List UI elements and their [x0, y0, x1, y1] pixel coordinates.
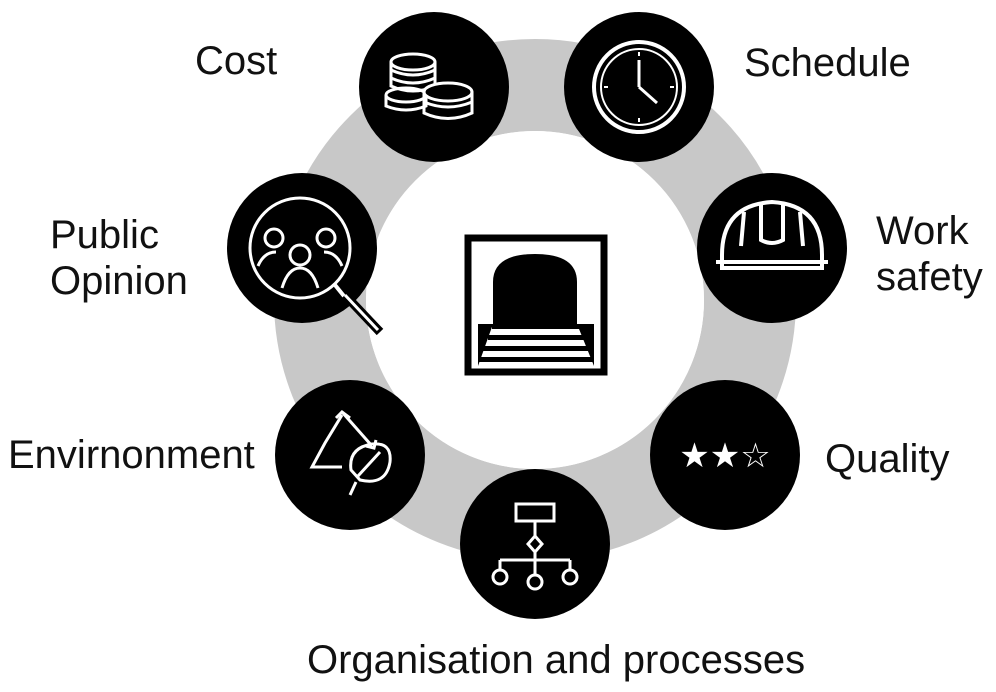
label-public-opinion-line1: Public: [50, 213, 159, 257]
label-work-safety-line1: Work: [876, 209, 969, 253]
stars-icon: ★★☆: [679, 436, 770, 476]
label-cost-line: Cost: [195, 39, 278, 83]
node-cost: [359, 12, 509, 162]
node-environment: [275, 380, 425, 530]
label-schedule: Schedule: [744, 40, 911, 86]
label-cost: Cost: [195, 38, 277, 84]
label-work-safety: Work safety: [876, 208, 983, 300]
label-environment: Envirnonment: [8, 432, 255, 478]
node-work-safety: [697, 173, 847, 323]
label-public-opinion-line2: Opinion: [50, 259, 188, 303]
tunnel-icon: [464, 234, 608, 376]
recycle-leaf-icon: [309, 410, 392, 496]
clock-icon: [592, 40, 686, 134]
people-magnifier-icon: [248, 196, 354, 308]
flowchart-icon: [491, 502, 579, 591]
node-public-opinion: [227, 173, 384, 336]
label-environment-line: Envirnonment: [8, 433, 255, 477]
node-quality: ★★☆: [650, 380, 800, 530]
node-schedule: [564, 12, 714, 162]
label-quality-line: Quality: [825, 437, 950, 481]
label-schedule-line: Schedule: [744, 41, 911, 85]
label-organisation: Organisation and processes: [307, 637, 805, 683]
node-organisation: [460, 469, 610, 619]
label-quality: Quality: [825, 436, 950, 482]
label-organisation-line: Organisation and processes: [307, 638, 806, 682]
hard-hat-icon: [716, 199, 828, 270]
label-public-opinion: Public Opinion: [50, 212, 188, 304]
coins-icon: [384, 52, 474, 120]
label-work-safety-line2: safety: [876, 255, 983, 299]
